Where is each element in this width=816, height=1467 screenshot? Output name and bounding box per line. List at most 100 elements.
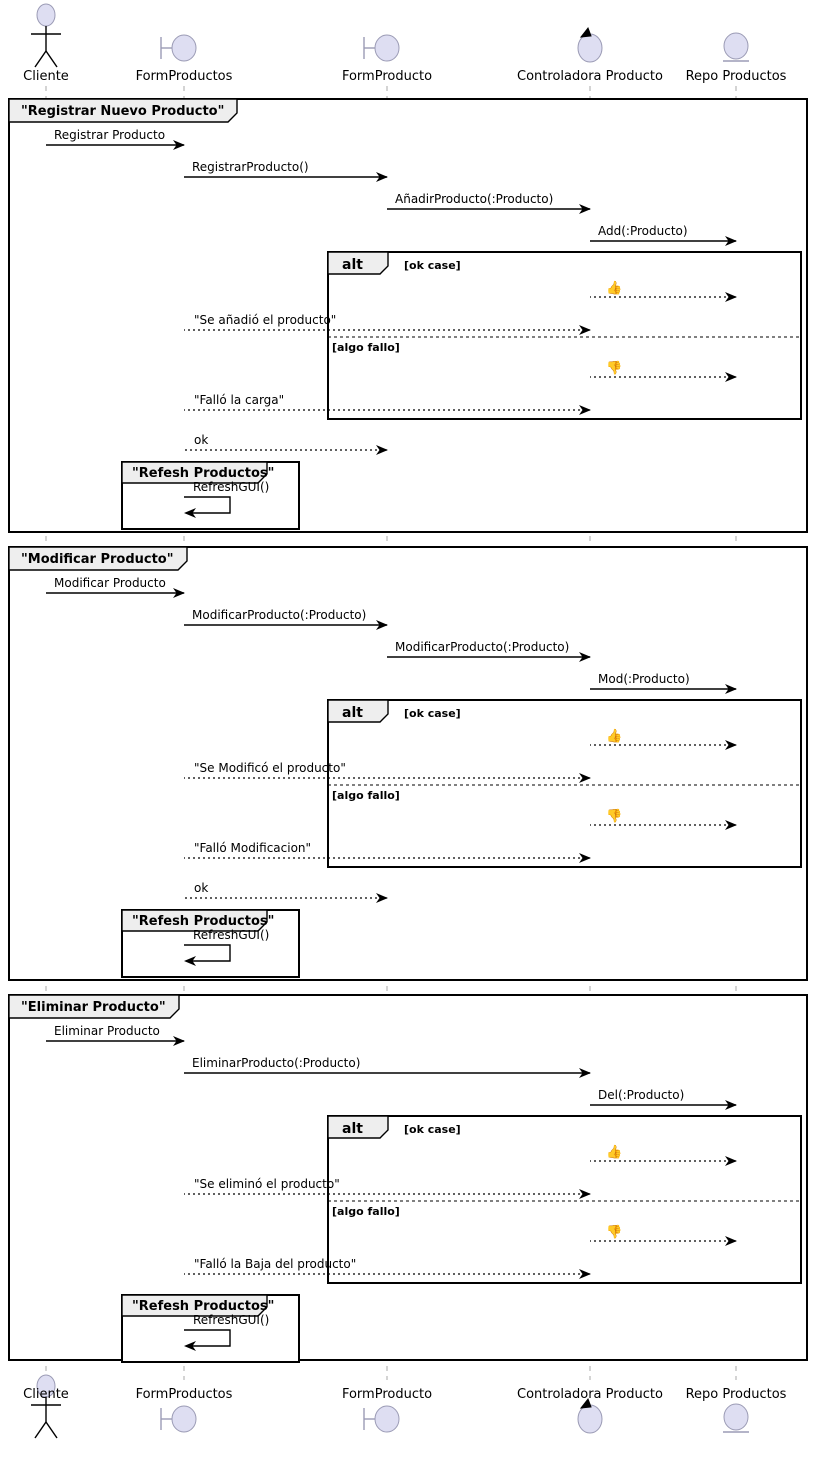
self-message-loop-registrar bbox=[184, 496, 231, 514]
participant-label-bottom-cliente: Cliente bbox=[23, 1387, 69, 1402]
alt-message-modificar-0-1-label: "Se Modificó el producto" bbox=[194, 761, 346, 775]
fragment-title-registrar: "Registrar Nuevo Producto" bbox=[21, 104, 224, 119]
message-registrar-2-label: AñadirProducto(:Producto) bbox=[395, 192, 553, 206]
alt-border-eliminar bbox=[327, 1115, 802, 1284]
thumbs-down-icon: 👎 bbox=[606, 808, 622, 824]
actor-leg-left-icon bbox=[34, 50, 47, 68]
alt-message-eliminar-1-1-label: "Falló la Baja del producto" bbox=[194, 1257, 356, 1271]
thumbs-up-icon: 👍 bbox=[606, 1144, 622, 1160]
participant-label-bottom-repo: Repo Productos bbox=[686, 1387, 787, 1402]
participants-layer: ClienteClienteFormProductosFormProductos… bbox=[23, 3, 787, 1439]
boundary-circle-icon bbox=[171, 34, 197, 62]
message-modificar-2-label: ModificarProducto(:Producto) bbox=[395, 640, 569, 654]
control-circle-icon bbox=[577, 33, 603, 63]
message-modificar-0-label: Modificar Producto bbox=[54, 576, 166, 590]
message-registrar-1-label: RegistrarProducto() bbox=[192, 160, 309, 174]
self-message-arrowhead-eliminar bbox=[184, 1341, 196, 1351]
alt-guard-modificar-0: [ok case] bbox=[404, 707, 461, 720]
thumbs-up-icon: 👍 bbox=[606, 728, 622, 744]
fragment-border-modificar bbox=[8, 546, 808, 981]
self-message-registrar: RefreshGUI() bbox=[184, 480, 269, 518]
thumbs-down-icon: 👎 bbox=[606, 1224, 622, 1240]
thumbs-up-icon: 👍 bbox=[606, 280, 622, 296]
fragment-title-eliminar: "Eliminar Producto" bbox=[21, 1000, 166, 1015]
self-message-modificar: RefreshGUI() bbox=[184, 928, 269, 966]
self-message-arrowhead-registrar bbox=[184, 508, 196, 518]
self-message-label-eliminar: RefreshGUI() bbox=[193, 1313, 269, 1327]
actor-leg-right-icon bbox=[45, 50, 58, 68]
alt-guard-eliminar-1: [algo fallo] bbox=[332, 1205, 400, 1218]
alt-fragment-modificar: alt bbox=[327, 699, 802, 868]
alt-operator-label-modificar: alt bbox=[342, 705, 363, 721]
self-message-label-modificar: RefreshGUI() bbox=[193, 928, 269, 942]
alt-message-registrar-1-1-label: "Falló la carga" bbox=[194, 393, 284, 407]
actor-head-icon bbox=[36, 3, 56, 27]
alt-message-registrar-0-1-label: "Se añadió el producto" bbox=[194, 313, 336, 327]
self-message-arrowhead-modificar bbox=[184, 956, 196, 966]
nested-fragment-modificar: "Refesh Productos" bbox=[121, 909, 300, 978]
alt-operator-label-eliminar: alt bbox=[342, 1121, 363, 1137]
alt-guard-modificar-1: [algo fallo] bbox=[332, 789, 400, 802]
self-message-loop-modificar bbox=[184, 944, 231, 962]
control-arrow-icon bbox=[579, 26, 592, 38]
fragment-title-modificar: "Modificar Producto" bbox=[21, 552, 174, 567]
alt-fragment-registrar: alt bbox=[327, 251, 802, 420]
self-message-loop-eliminar bbox=[184, 1329, 231, 1347]
fragment-tab-registrar bbox=[8, 98, 238, 123]
participant-label-bottom-formproducto: FormProducto bbox=[342, 1387, 432, 1402]
nested-title-modificar: "Refesh Productos" bbox=[132, 914, 274, 929]
nested-fragment-eliminar: "Refesh Productos" bbox=[121, 1294, 300, 1363]
thumbs-down-icon: 👎 bbox=[606, 360, 622, 376]
nested-title-eliminar: "Refesh Productos" bbox=[132, 1299, 274, 1314]
boundary-circle-icon bbox=[374, 34, 400, 62]
message-registrar-0-label: Registrar Producto bbox=[54, 128, 165, 142]
message-registrar-3-label: Add(:Producto) bbox=[598, 224, 688, 238]
participant-label-top-controladora: Controladora Producto bbox=[517, 69, 663, 84]
alt-guard-registrar-1: [algo fallo] bbox=[332, 341, 400, 354]
alt-fragment-eliminar: alt bbox=[327, 1115, 802, 1284]
nested-title-registrar: "Refesh Productos" bbox=[132, 466, 274, 481]
fragment-border-eliminar bbox=[8, 994, 808, 1361]
nested-tab-registrar bbox=[121, 461, 268, 484]
alt-border-modificar bbox=[327, 699, 802, 868]
fragments-layer: "Registrar Nuevo Producto" alt [ok case] [a… bbox=[8, 98, 808, 1363]
nested-tab-eliminar bbox=[121, 1294, 268, 1317]
alt-tab-modificar bbox=[327, 699, 389, 723]
alt-tab-eliminar bbox=[327, 1115, 389, 1139]
alt-body-registrar bbox=[328, 252, 801, 419]
post-message-modificar-0-label: ok bbox=[194, 881, 208, 895]
fragment-border-registrar bbox=[8, 98, 808, 533]
alt-guard-registrar-0: [ok case] bbox=[404, 259, 461, 272]
alt-body-eliminar bbox=[328, 1116, 801, 1283]
message-eliminar-1-label: EliminarProducto(:Producto) bbox=[192, 1056, 360, 1070]
fragment-tab-modificar bbox=[8, 546, 188, 571]
control-circle-icon bbox=[577, 1404, 603, 1434]
actor-leg-right-icon bbox=[45, 1421, 58, 1439]
self-message-label-registrar: RefreshGUI() bbox=[193, 480, 269, 494]
alt-border-registrar bbox=[327, 251, 802, 420]
entity-circle-icon bbox=[723, 32, 749, 60]
alt-operator-label-registrar: alt bbox=[342, 257, 363, 273]
message-eliminar-2-label: Del(:Producto) bbox=[598, 1088, 684, 1102]
control-arrow-icon bbox=[579, 1397, 592, 1409]
participant-label-top-formproductos: FormProductos bbox=[136, 69, 233, 84]
self-message-eliminar: RefreshGUI() bbox=[184, 1313, 269, 1351]
message-modificar-1-label: ModificarProducto(:Producto) bbox=[192, 608, 366, 622]
post-message-registrar-0-label: ok bbox=[194, 433, 208, 447]
message-eliminar-0-label: Eliminar Producto bbox=[54, 1024, 160, 1038]
message-modificar-3-label: Mod(:Producto) bbox=[598, 672, 690, 686]
participant-label-top-cliente: Cliente bbox=[23, 69, 69, 84]
participant-label-top-repo: Repo Productos bbox=[686, 69, 787, 84]
nested-fragment-registrar: "Refesh Productos" bbox=[121, 461, 300, 530]
boundary-circle-icon bbox=[171, 1405, 197, 1433]
participant-label-bottom-formproductos: FormProductos bbox=[136, 1387, 233, 1402]
fragment-tab-eliminar bbox=[8, 994, 180, 1019]
actor-leg-left-icon bbox=[34, 1421, 47, 1439]
alt-body-modificar bbox=[328, 700, 801, 867]
participant-label-bottom-controladora: Controladora Producto bbox=[517, 1387, 663, 1402]
boundary-circle-icon bbox=[374, 1405, 400, 1433]
alt-message-modificar-1-1-label: "Falló Modificacion" bbox=[194, 841, 311, 855]
